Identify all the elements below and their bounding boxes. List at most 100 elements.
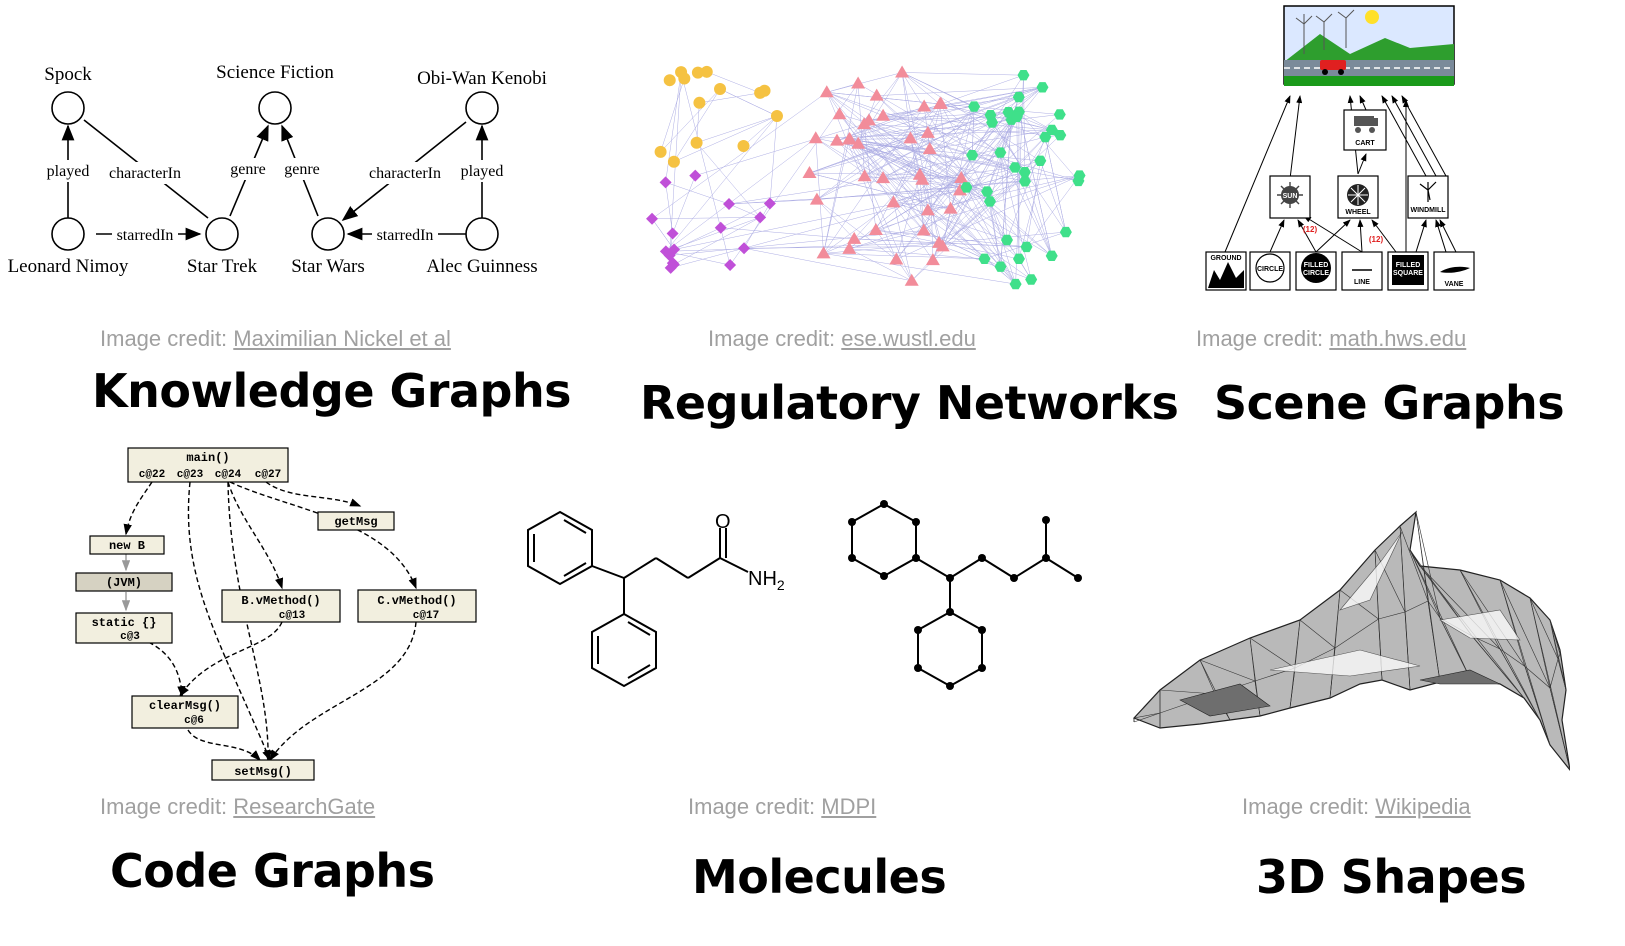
scene-multiplicity-right: (12) xyxy=(1369,235,1384,244)
regulatory-node xyxy=(1017,69,1030,81)
regulatory-node xyxy=(842,241,857,254)
regulatory-node xyxy=(1045,124,1058,136)
regulatory-node xyxy=(1009,278,1022,290)
regulatory-node xyxy=(659,245,672,258)
kg-node-obi-wan: Obi-Wan Kenobi xyxy=(417,68,547,89)
regulatory-node xyxy=(1000,234,1013,246)
scene-node-vane: VANE xyxy=(1445,281,1464,288)
regulatory-node xyxy=(714,221,727,234)
regulatory-node xyxy=(1010,111,1023,123)
code-node-new-b: new B xyxy=(109,539,145,553)
regulatory-node xyxy=(809,192,824,205)
molecule-amine-subscript: 2 xyxy=(777,577,785,593)
regulatory-node xyxy=(664,261,677,274)
kg-edge-played-right: played xyxy=(461,163,504,180)
code-node-b-vmethod: B.vMethod() xyxy=(241,594,320,608)
regulatory-node xyxy=(920,203,935,216)
regulatory-node xyxy=(983,196,996,207)
regulatory-node xyxy=(816,246,831,259)
code-clear-call: c@6 xyxy=(184,715,204,727)
knowledge-graph-figure: Spock Science Fiction Obi-Wan Kenobi Leo… xyxy=(8,62,547,277)
kg-node-star-trek: Star Trek xyxy=(187,256,258,277)
regulatory-node xyxy=(994,261,1007,272)
kg-node-leonard: Leonard Nimoy xyxy=(8,256,129,277)
regulatory-node xyxy=(922,142,937,155)
credit-link-knowledge-graphs[interactable]: Maximilian Nickel et al xyxy=(233,326,451,351)
title-regulatory-networks: Regulatory Networks xyxy=(640,376,1179,430)
regulatory-node xyxy=(851,76,866,89)
regulatory-node xyxy=(654,145,667,158)
scene-node-filled-square-2: SQUARE xyxy=(1393,270,1423,277)
regulatory-node xyxy=(895,65,910,78)
kg-edge-starredin-left: starredIn xyxy=(117,227,174,244)
regulatory-node xyxy=(724,259,737,272)
credit-link-regulatory-networks[interactable]: ese.wustl.edu xyxy=(841,326,976,351)
regulatory-node xyxy=(851,136,866,149)
regulatory-node xyxy=(723,198,736,211)
regulatory-node xyxy=(917,99,932,112)
code-main-call-3: c@27 xyxy=(255,469,281,481)
regulatory-node xyxy=(700,65,713,78)
regulatory-node xyxy=(968,101,981,112)
regulatory-node xyxy=(1053,109,1066,120)
scene-node-sun: SUN xyxy=(1283,193,1298,200)
regulatory-node xyxy=(842,131,857,144)
kg-edge-genre-right: genre xyxy=(284,161,320,178)
regulatory-node xyxy=(1036,82,1049,93)
title-knowledge-graphs: Knowledge Graphs xyxy=(92,364,572,418)
regulatory-node xyxy=(1012,91,1025,103)
code-node-c-vmethod: C.vMethod() xyxy=(377,594,456,608)
regulatory-node xyxy=(763,197,776,210)
regulatory-node xyxy=(1034,155,1047,166)
credit-link-scene-graphs[interactable]: math.hws.edu xyxy=(1329,326,1467,351)
credit-link-molecules[interactable]: MDPI xyxy=(821,794,877,819)
code-main-call-1: c@23 xyxy=(177,469,204,481)
regulatory-node xyxy=(1039,131,1052,143)
regulatory-node xyxy=(943,201,958,214)
credit-knowledge-graphs: Image credit: Maximilian Nickel et al xyxy=(100,326,451,351)
regulatory-node xyxy=(920,125,935,138)
regulatory-node xyxy=(904,273,919,286)
credit-scene-graphs: Image credit: math.hws.edu xyxy=(1196,326,1467,351)
regulatory-node xyxy=(1025,274,1038,285)
regulatory-node xyxy=(981,186,994,197)
title-molecules: Molecules xyxy=(692,850,947,904)
kg-edge-characterin-right: characterIn xyxy=(369,165,441,182)
regulatory-node xyxy=(966,149,979,161)
kg-edge-characterin-left: characterIn xyxy=(109,165,181,182)
scene-node-filled-circle-2: CIRCLE xyxy=(1303,270,1329,277)
regulatory-node xyxy=(770,110,783,123)
code-node-clearmsg: clearMsg() xyxy=(149,699,221,713)
scene-node-ground: GROUND xyxy=(1210,255,1241,262)
title-code-graphs: Code Graphs xyxy=(110,844,435,898)
scene-node-filled-circle-1: FILLED xyxy=(1304,262,1329,269)
regulatory-node xyxy=(986,117,999,128)
code-node-setmsg: setMsg() xyxy=(234,765,292,779)
regulatory-node xyxy=(1059,226,1072,238)
regulatory-node xyxy=(1054,129,1067,141)
regulatory-node xyxy=(829,133,844,146)
code-node-jvm: (JVM) xyxy=(106,576,142,590)
regulatory-node xyxy=(808,131,823,144)
credit-link-3d-shapes[interactable]: Wikipedia xyxy=(1375,794,1471,819)
regulatory-node xyxy=(857,169,872,182)
regulatory-node xyxy=(1002,106,1015,118)
regulatory-node xyxy=(714,83,727,96)
regulatory-node xyxy=(689,169,702,182)
regulatory-node xyxy=(667,155,680,168)
regulatory-node xyxy=(754,86,767,99)
scene-node-line: LINE xyxy=(1354,279,1370,286)
regulatory-node xyxy=(754,211,767,224)
scene-multiplicity-left: (12) xyxy=(1303,225,1318,234)
title-3d-shapes: 3D Shapes xyxy=(1256,850,1527,904)
regulatory-node xyxy=(925,253,940,266)
regulatory-node xyxy=(1018,167,1031,178)
credit-link-code-graphs[interactable]: ResearchGate xyxy=(233,794,376,819)
scene-node-wheel: WHEEL xyxy=(1345,209,1371,216)
regulatory-node xyxy=(832,107,847,120)
regulatory-node xyxy=(646,212,659,225)
code-node-getmsg: getMsg xyxy=(334,515,377,529)
regulatory-network-figure xyxy=(646,65,1086,290)
credit-molecules: Image credit: MDPI xyxy=(688,794,877,819)
regulatory-node xyxy=(1020,241,1033,253)
